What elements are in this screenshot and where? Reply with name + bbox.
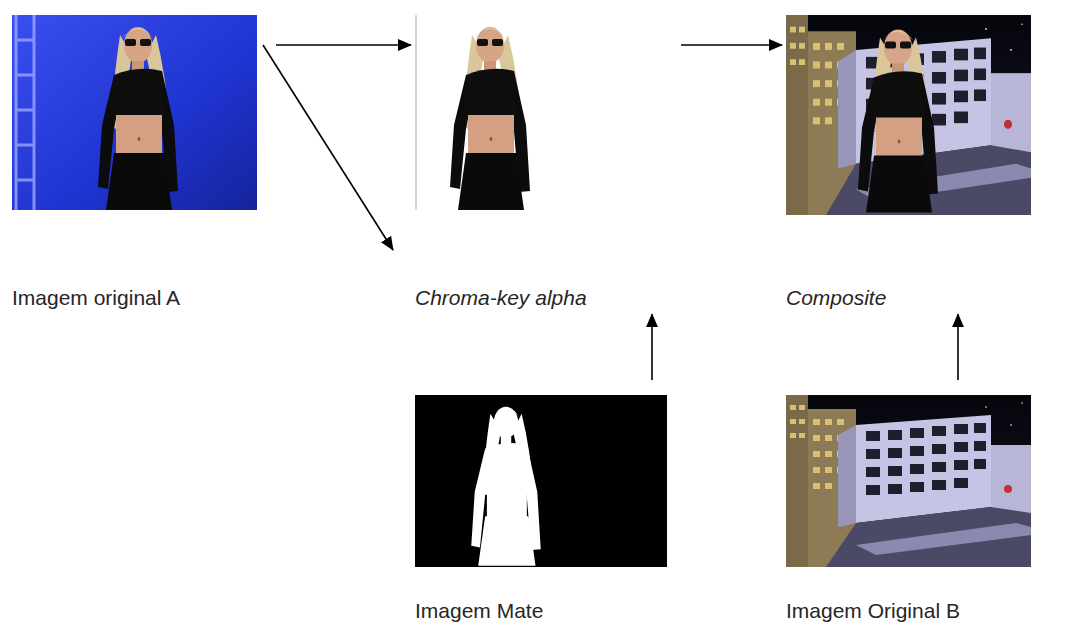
image-caption: Imagem Mate bbox=[415, 598, 671, 623]
image-node: Chroma-key alpha bbox=[415, 15, 671, 310]
flow-arrow bbox=[651, 314, 653, 380]
flow-arrow bbox=[263, 45, 393, 250]
image-caption: Composite bbox=[786, 285, 1035, 310]
image-caption: Imagem Original B bbox=[786, 598, 1035, 623]
photo-blue-screen bbox=[12, 15, 257, 210]
matte-image bbox=[415, 395, 667, 567]
flow-arrow bbox=[681, 44, 782, 46]
photo-background bbox=[786, 395, 1031, 567]
image-node: Imagem original A bbox=[12, 15, 261, 310]
photo-keyed bbox=[416, 15, 530, 210]
image-caption: Chroma-key alpha bbox=[415, 285, 671, 310]
flow-arrow bbox=[957, 314, 959, 380]
image-caption: Imagem original A bbox=[12, 285, 261, 310]
image-node: Composite bbox=[786, 15, 1035, 310]
photo-composite bbox=[786, 15, 1031, 215]
flow-arrow bbox=[276, 44, 411, 46]
image-node: Imagem Mate bbox=[415, 395, 671, 623]
image-node: Imagem Original B bbox=[786, 395, 1035, 623]
